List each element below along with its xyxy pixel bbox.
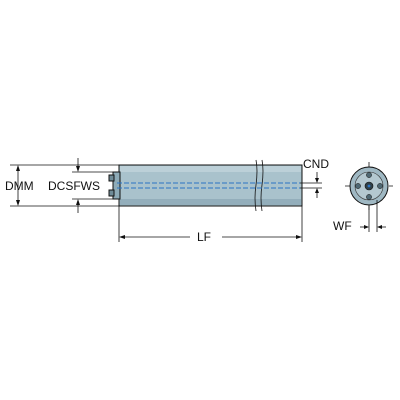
lf-label: LF <box>197 230 211 244</box>
wf-dimension: WF <box>333 200 386 233</box>
coolant-channel <box>117 182 300 189</box>
cnd-dimension: CND <box>300 157 329 198</box>
break-mark-left <box>254 159 258 212</box>
break-mark-right <box>260 159 264 212</box>
front-screw-top <box>108 174 115 182</box>
end-view-bolt-2 <box>377 183 383 189</box>
end-view-bolt-3 <box>366 194 372 200</box>
end-view-coolant-hole <box>367 184 371 188</box>
front-end <box>108 171 121 200</box>
cnd-label: CND <box>303 157 329 171</box>
front-screw-bottom <box>108 189 115 197</box>
lf-dimension: LF <box>118 206 303 244</box>
shank-shade-top <box>120 166 301 172</box>
shank-shade-bottom <box>120 199 301 205</box>
front-flange <box>112 171 121 200</box>
dcsfws-label: DCSFWS <box>48 179 100 193</box>
end-view-bolt-4 <box>355 183 361 189</box>
end-view <box>345 162 393 210</box>
shank-body <box>118 159 303 212</box>
dmm-label: DMM <box>5 179 34 193</box>
end-view-bolt-1 <box>366 172 372 178</box>
wf-label: WF <box>333 219 352 233</box>
dcsfws-dimension: DCSFWS <box>48 158 113 213</box>
dmm-dimension: DMM <box>5 164 119 207</box>
